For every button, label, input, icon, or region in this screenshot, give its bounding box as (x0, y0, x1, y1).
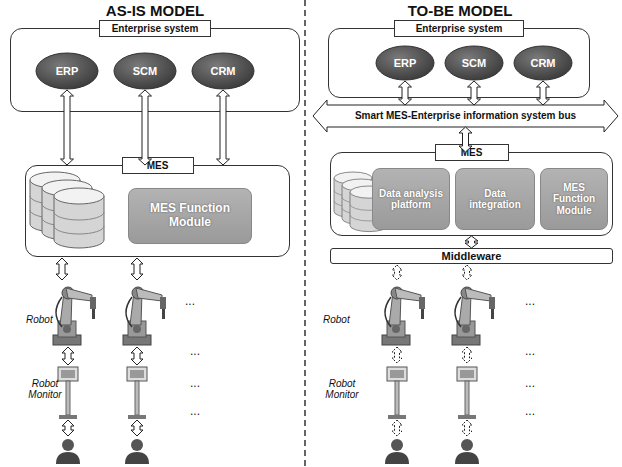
group-heading: MES (435, 144, 509, 161)
monitor-label: Robot Monitor (321, 378, 363, 400)
monitor-illustration (457, 367, 477, 419)
dashed-arrows (392, 265, 472, 436)
ellipsis-mark: ... (185, 294, 195, 308)
ellipse-fill (114, 53, 176, 89)
node-text: MES Function Module (544, 182, 604, 217)
ellipse-fill (445, 46, 503, 80)
node-text: ERP (56, 65, 79, 78)
double-arrow-connector (399, 81, 412, 105)
double-arrow-connector (537, 81, 550, 105)
node-text: Middleware (442, 250, 502, 263)
node-text: ERP (394, 57, 417, 70)
robot-illustration (382, 287, 425, 345)
ellipsis-mark: ... (190, 404, 200, 418)
system-ellipse: SCM (444, 45, 504, 81)
system-ellipse: SCM (113, 52, 177, 90)
module-box: Data integration (455, 168, 535, 230)
system-ellipse: CRM (513, 45, 573, 81)
node-text: SCM (462, 57, 486, 70)
middleware-bar: Middleware (330, 248, 613, 264)
bus-arrow-shape (313, 100, 618, 132)
group-heading: MES (122, 157, 194, 174)
database-symbol (54, 188, 104, 248)
node-text: SCM (133, 65, 157, 78)
module-box: Data analysis platform (372, 168, 450, 230)
node-text: CRM (210, 65, 235, 78)
node-text: Data integration (459, 188, 531, 211)
system-group-box: MESData analysis platformData integratio… (330, 152, 613, 236)
system-ellipse: CRM (191, 52, 255, 90)
person-icon (455, 439, 479, 464)
person-icon (56, 439, 80, 464)
hollow-arrows (56, 258, 143, 436)
double-arrow-connector (468, 81, 481, 105)
model-title: TO-BE MODEL (385, 2, 535, 19)
person-icon (385, 439, 409, 464)
robot-illustration (123, 287, 166, 345)
monitor-label: Robot Monitor (24, 378, 66, 400)
system-group-box: MESMES Function Module (25, 165, 290, 257)
node-text: MES Function Module (132, 202, 248, 230)
ellipse-fill (376, 46, 434, 80)
person-icon (125, 439, 149, 464)
robot-label: Robot (26, 314, 53, 325)
system-ellipse: ERP (375, 45, 435, 81)
ellipsis-mark: ... (525, 404, 535, 418)
double-arrow-connector (465, 236, 478, 248)
ellipsis-mark: ... (525, 294, 535, 308)
double-arrow-connector (217, 90, 230, 165)
node-text: Smart MES-Enterprise information system … (355, 110, 576, 122)
module-box: MES Function Module (540, 168, 608, 230)
system-ellipse: ERP (35, 52, 99, 90)
double-arrow-connector (459, 127, 472, 152)
monitor-illustration (127, 367, 147, 419)
model-title: AS-IS MODEL (80, 2, 230, 19)
double-arrow-connector (61, 90, 74, 165)
robot-illustration (452, 287, 495, 345)
ellipsis-mark: ... (190, 376, 200, 390)
system-group-box: Enterprise systemERPSCMCRM (10, 28, 300, 112)
module-box: MES Function Module (128, 188, 252, 244)
node-text: CRM (530, 57, 555, 70)
robot-illustration (53, 287, 96, 345)
divider-line (304, 0, 306, 467)
robot-label: Robot (323, 314, 350, 325)
monitor-illustration (387, 367, 407, 419)
group-heading: Enterprise system (394, 20, 524, 37)
ellipsis-mark: ... (190, 344, 200, 358)
node-text: Data analysis platform (376, 188, 446, 211)
bus-arrow: Smart MES-Enterprise information system … (313, 105, 618, 127)
ellipse-fill (192, 53, 254, 89)
double-arrow-connector (139, 90, 152, 165)
ellipse-fill (36, 53, 98, 89)
group-heading: Enterprise system (99, 20, 211, 37)
ellipse-fill (514, 46, 572, 80)
system-group-box: Enterprise systemERPSCMCRM (328, 28, 590, 98)
ellipsis-mark: ... (525, 344, 535, 358)
ellipsis-mark: ... (525, 376, 535, 390)
